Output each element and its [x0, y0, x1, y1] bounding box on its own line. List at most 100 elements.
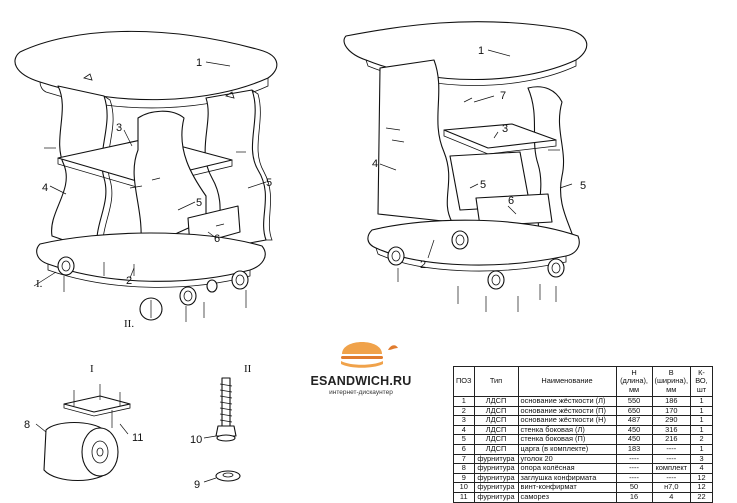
cell: царга (в комплекте) [517, 443, 617, 455]
right-base-2 [367, 219, 580, 266]
cell: 6 [453, 443, 475, 455]
cell: 450 [615, 424, 653, 436]
cell: фурнитура [473, 463, 519, 474]
cell: 183 [615, 443, 653, 455]
cell: основание жёсткости (Л) [517, 396, 617, 407]
spec-header-length: Н (длина), мм [615, 366, 653, 397]
cell: ---- [651, 453, 692, 465]
cell: 550 [615, 396, 653, 407]
spec-header-pos: ПОЗ [453, 366, 475, 397]
callout-II: II. [124, 318, 134, 330]
label-7-right: 7 [500, 90, 506, 102]
cell: 1 [690, 443, 713, 455]
cell: 12 [690, 472, 713, 484]
label-6-left: 6 [214, 233, 220, 245]
cell: основание жёсткости (Н) [517, 415, 617, 426]
cell: уголок 20 [517, 453, 617, 465]
cell: 487 [615, 415, 653, 426]
cell: 12 [690, 482, 713, 493]
cell: 290 [651, 415, 692, 426]
cell: 4 [453, 424, 475, 436]
label-3-right: 3 [502, 123, 508, 135]
cell: ---- [651, 472, 692, 484]
cell: ---- [615, 472, 653, 484]
cell: 7 [453, 453, 475, 465]
left-assembly-view [14, 30, 278, 322]
cell: стенка боковая (Л) [517, 424, 617, 436]
cell: 10 [453, 482, 475, 493]
cell: 170 [651, 405, 692, 417]
cell: винт-конфирмат [517, 482, 617, 493]
cell: 8 [453, 463, 475, 474]
cell: 1 [690, 415, 713, 426]
cell: основание жёсткости (П) [517, 405, 617, 417]
cell: 5 [453, 434, 475, 445]
label-2-left: 2 [126, 275, 132, 287]
label-9: 9 [194, 479, 200, 491]
cell: 3 [690, 453, 713, 465]
left-center-wall-5 [133, 110, 207, 251]
spec-header-width: В (ширина), мм [651, 366, 692, 397]
cell: фурнитура [473, 472, 519, 484]
right-casters [387, 230, 565, 290]
cell: фурнитура [473, 482, 519, 493]
cell: ЛДСП [473, 405, 519, 417]
label-4-left: 4 [42, 182, 48, 194]
cell: 2 [690, 434, 713, 445]
spec-header-row: ПОЗ Тип Наименование Н (длина), мм В (ши… [453, 366, 713, 397]
label-5-right-a: 5 [480, 179, 486, 191]
cell: 16 [615, 491, 653, 503]
confirmat-cap [215, 470, 241, 482]
cell: ЛДСП [473, 415, 519, 426]
cell: 4 [651, 491, 692, 503]
part-labels: 1 3 4 5 5 6 2 I. II. 1 7 3 4 5 5 6 2 I I… [24, 45, 586, 491]
label-2-right: 2 [420, 259, 426, 271]
label-11: 11 [132, 432, 143, 444]
detail-I-title: I [90, 363, 94, 375]
cell: ---- [615, 453, 653, 465]
label-6-right: 6 [508, 195, 514, 207]
cell: 11 [453, 491, 475, 503]
cell: ЛДСП [473, 424, 519, 436]
label-5-right-b: 5 [580, 180, 586, 192]
cell: ---- [651, 443, 692, 455]
cell: ---- [615, 463, 653, 474]
right-side-wall-4 [377, 59, 453, 223]
label-3-left: 3 [116, 122, 122, 134]
cell: саморез [517, 491, 617, 503]
cell: 650 [615, 405, 653, 417]
left-base-2 [36, 232, 266, 282]
cell: 2 [453, 405, 475, 417]
cell: 9 [453, 472, 475, 484]
cell: 1 [690, 405, 713, 417]
cell: стенка боковая (П) [517, 434, 617, 445]
detail-II-screw [203, 377, 241, 483]
cell: 450 [615, 434, 653, 445]
label-1-left: 1 [196, 57, 202, 69]
left-screws [44, 147, 247, 322]
cell: 316 [651, 424, 692, 436]
cell: н7,0 [651, 482, 692, 493]
label-10: 10 [190, 434, 202, 446]
left-casters [57, 256, 249, 306]
label-8: 8 [24, 419, 30, 431]
cell: заглушка конфирмата [517, 472, 617, 484]
cell: комплект [651, 463, 692, 474]
right-drawer-6 [475, 193, 553, 227]
cell: опора колёсная [517, 463, 617, 474]
detail-II-title: II [244, 363, 252, 375]
spec-header-qty: К-ВО, шт [690, 366, 713, 397]
spec-header-type: Тип [473, 366, 519, 397]
label-5-left-b: 5 [266, 177, 272, 189]
brand-name: ESANDWICH.RU [310, 374, 412, 388]
